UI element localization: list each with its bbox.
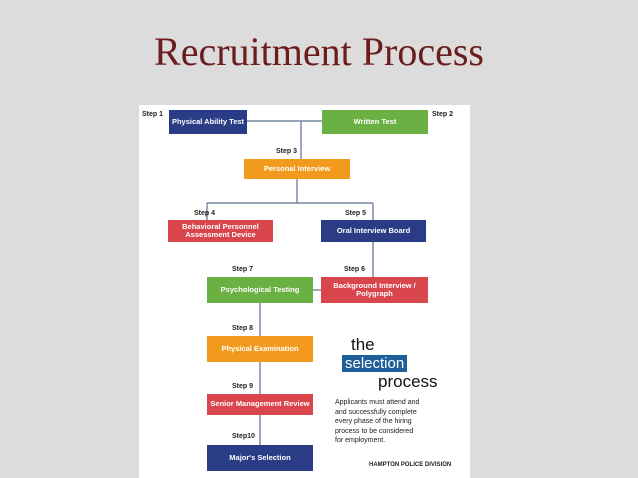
written-test-box: Written Test (322, 110, 428, 134)
connector-lines (206, 120, 374, 445)
step-10-label: Step10 (232, 433, 255, 440)
flowchart-panel: Step 1 Physical Ability Test Written Tes… (139, 105, 470, 478)
selection-word-the: the (351, 335, 375, 354)
psychological-testing-box: Psychological Testing (207, 277, 313, 303)
selection-word-badge: selection (342, 355, 408, 372)
selection-description: Applicants must attend and and successfu… (335, 399, 420, 444)
step-2-label: Step 2 (432, 111, 454, 118)
physical-examination-box: Physical Examination (207, 336, 313, 362)
physical-ability-test-box: Physical Ability Test (169, 110, 247, 134)
senior-management-review-box: Senior Management Review (207, 394, 313, 415)
oral-interview-board-box: Oral Interview Board (321, 220, 426, 242)
step-9-label: Step 9 (232, 383, 254, 390)
selection-word-process: process (378, 372, 438, 391)
step-7-label: Step 7 (232, 266, 254, 273)
background-interview-box: Background Interview / Polygraph (321, 277, 428, 303)
step-4-label: Step 4 (194, 210, 216, 217)
division-name: HAMPTON POLICE DIVISION (369, 462, 452, 468)
slide-title: Recruitment Process (154, 29, 484, 74)
step-1-label: Step 1 (142, 111, 164, 118)
step-3-label: Step 3 (276, 148, 298, 155)
step-5-label: Step 5 (345, 210, 367, 217)
majors-selection-box: Major's Selection (207, 445, 313, 471)
behavioral-assessment-box: Behavioral Personnel Assessment Device (168, 220, 273, 242)
personal-interview-box: Personal Interview (244, 159, 350, 179)
step-6-label: Step 6 (344, 266, 366, 273)
step-8-label: Step 8 (232, 325, 254, 332)
